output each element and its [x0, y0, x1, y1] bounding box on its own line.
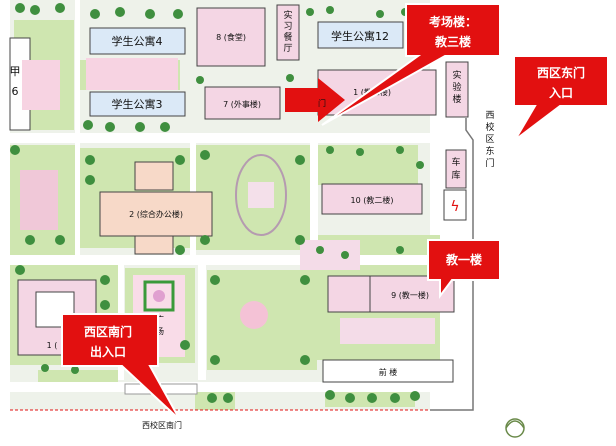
svg-text:学生公寓3: 学生公寓3 [112, 97, 163, 111]
svg-text:学生公寓12: 学生公寓12 [331, 29, 389, 43]
svg-text:西: 西 [485, 110, 494, 121]
power-station: ϟ [443, 189, 467, 221]
callout-teaching1: 教一楼 [427, 239, 501, 299]
svg-text:门: 门 [318, 98, 326, 108]
callout-east-gate: 西区东门 入口 [513, 55, 609, 141]
svg-text:入口: 入口 [549, 86, 573, 100]
svg-text:9 (教一楼): 9 (教一楼) [391, 290, 429, 300]
svg-text:门: 门 [485, 157, 494, 169]
building-dorm3[interactable]: 学生公寓3 [89, 91, 186, 117]
svg-text:10 (教二楼): 10 (教二楼) [351, 195, 394, 205]
svg-text:实: 实 [452, 69, 461, 81]
building-teaching1[interactable]: 9 (教一楼) [327, 275, 455, 313]
east-gate-road-label: 西 校 区 东 门 [485, 110, 494, 169]
building-dorm4[interactable]: 学生公寓4 [89, 27, 186, 55]
svg-text:广: 广 [156, 314, 164, 324]
building-canteen[interactable]: 8 (食堂) [196, 7, 266, 67]
svg-text:实: 实 [283, 9, 292, 21]
building-garage[interactable]: 车 库 [445, 149, 467, 189]
dorm-plaza [86, 58, 178, 90]
building-front[interactable]: 前 楼 [322, 359, 454, 383]
building-lab[interactable]: 实 验 楼 [445, 61, 469, 118]
building-dorm12[interactable]: 学生公寓12 [317, 21, 404, 49]
svg-text:2 (综合办公楼): 2 (综合办公楼) [129, 209, 183, 219]
svg-text:区: 区 [485, 134, 494, 145]
svg-text:1 (: 1 ( [47, 341, 58, 350]
svg-text:西区南门: 西区南门 [84, 324, 132, 339]
building-teaching2[interactable]: 10 (教二楼) [321, 183, 423, 215]
svg-text:车: 车 [451, 156, 460, 168]
building-foreign-affairs[interactable]: 7 (外事楼) [204, 86, 281, 120]
campus-boundary [430, 118, 474, 411]
red-arrow-icon: 门 [285, 78, 345, 122]
svg-text:教三楼: 教三楼 [434, 34, 471, 49]
svg-text:教一楼: 教一楼 [445, 252, 482, 267]
building-admin[interactable]: 2 (综合办公楼) [99, 161, 213, 255]
lightning-icon: ϟ [450, 199, 459, 215]
building-practice-hall[interactable]: 实 习 餐 厅 [276, 4, 300, 61]
south-gate-road-label: 西校区南门 [142, 420, 182, 430]
svg-text:库: 库 [451, 169, 460, 181]
svg-text:西区东门: 西区东门 [537, 65, 585, 80]
svg-text:7 (外事楼): 7 (外事楼) [223, 99, 261, 109]
svg-text:考场楼：: 考场楼： [429, 14, 477, 29]
svg-text:验: 验 [452, 81, 461, 93]
svg-text:前 楼: 前 楼 [379, 367, 398, 377]
svg-text:8 (食堂): 8 (食堂) [216, 32, 246, 42]
svg-text:场: 场 [156, 327, 164, 336]
corner-logo [505, 418, 525, 438]
svg-text:厅: 厅 [283, 43, 292, 54]
trees [10, 3, 424, 403]
svg-text:6: 6 [12, 85, 19, 98]
callout-south-gate: 西区南门 出入口 [61, 313, 181, 421]
svg-text:出入口: 出入口 [90, 344, 126, 359]
callout-exam-building: 考场楼： 教三楼 [321, 3, 501, 126]
building-left-1[interactable]: 1 ( [17, 279, 97, 356]
svg-text:学生公寓4: 学生公寓4 [112, 34, 163, 48]
svg-text:习: 习 [283, 21, 292, 32]
svg-text:甲: 甲 [10, 65, 21, 78]
svg-text:餐: 餐 [283, 31, 292, 43]
garden-features [20, 60, 435, 344]
svg-text:楼: 楼 [452, 93, 461, 105]
svg-text:校: 校 [485, 121, 494, 133]
svg-text:东: 东 [485, 145, 494, 157]
